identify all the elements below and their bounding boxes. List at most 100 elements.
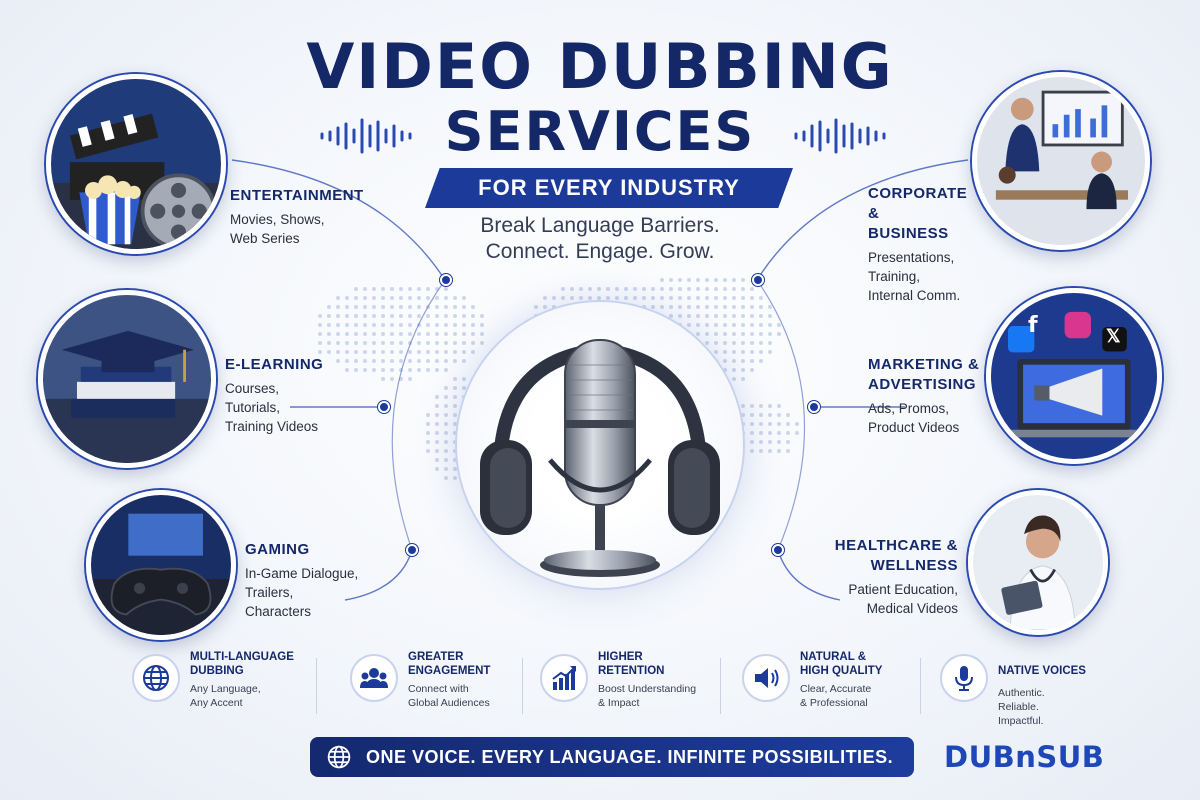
map-dot	[597, 296, 601, 300]
map-dot	[327, 332, 331, 336]
map-dot	[750, 449, 754, 453]
map-dot	[426, 368, 430, 372]
users-icon	[350, 654, 398, 702]
map-dot	[768, 449, 772, 453]
map-dot	[750, 287, 754, 291]
marketing-desc-1: Ads, Promos,	[868, 401, 950, 416]
map-dot	[633, 296, 637, 300]
map-dot	[732, 278, 736, 282]
map-dot	[345, 359, 349, 363]
map-dot	[336, 350, 340, 354]
map-dot	[453, 314, 457, 318]
map-dot	[588, 287, 592, 291]
map-dot	[390, 368, 394, 372]
map-dot	[381, 341, 385, 345]
map-dot	[354, 332, 358, 336]
tagline-line-2: Connect. Engage. Grow.	[485, 240, 715, 263]
map-dot	[363, 359, 367, 363]
map-dot	[777, 440, 781, 444]
map-dot	[687, 296, 691, 300]
map-dot	[768, 314, 772, 318]
map-dot	[723, 341, 727, 345]
map-dot	[651, 287, 655, 291]
map-dot	[390, 323, 394, 327]
map-dot	[435, 314, 439, 318]
map-dot	[327, 305, 331, 309]
map-dot	[453, 359, 457, 363]
map-dot	[723, 287, 727, 291]
map-dot	[696, 314, 700, 318]
map-dot	[435, 413, 439, 417]
map-dot	[435, 341, 439, 345]
map-dot	[363, 368, 367, 372]
map-dot	[444, 449, 448, 453]
map-dot	[741, 314, 745, 318]
map-dot	[714, 314, 718, 318]
map-dot	[660, 296, 664, 300]
map-dot	[741, 341, 745, 345]
map-dot	[426, 332, 430, 336]
map-dot	[363, 323, 367, 327]
map-dot	[336, 296, 340, 300]
map-dot	[372, 341, 376, 345]
map-dot	[345, 296, 349, 300]
map-dot	[363, 332, 367, 336]
map-dot	[426, 422, 430, 426]
map-dot	[660, 287, 664, 291]
gaming-desc-2: Trailers,	[245, 585, 294, 600]
map-dot	[669, 305, 673, 309]
map-dot	[408, 350, 412, 354]
map-dot	[381, 368, 385, 372]
map-dot	[750, 440, 754, 444]
marketing-desc-2: Product Videos	[868, 420, 960, 435]
map-dot	[318, 350, 322, 354]
map-dot	[363, 314, 367, 318]
map-dot	[750, 341, 754, 345]
map-dot	[471, 332, 475, 336]
map-dot	[381, 350, 385, 354]
title-line-2: SERVICES	[444, 100, 756, 163]
map-dot	[741, 368, 745, 372]
map-dot	[354, 323, 358, 327]
map-dot	[678, 314, 682, 318]
map-dot	[696, 296, 700, 300]
map-dot	[399, 314, 403, 318]
map-dot	[741, 323, 745, 327]
map-dot	[624, 287, 628, 291]
map-dot	[732, 350, 736, 354]
soundwave-right-icon	[794, 118, 886, 154]
map-dot	[318, 323, 322, 327]
map-dot	[777, 323, 781, 327]
map-dot	[615, 287, 619, 291]
map-dot	[768, 341, 772, 345]
map-dot	[633, 287, 637, 291]
map-dot	[750, 314, 754, 318]
feature-2-desc-1: Connect with	[408, 683, 469, 695]
map-dot	[399, 287, 403, 291]
map-dot	[390, 287, 394, 291]
map-dot	[480, 323, 484, 327]
map-dot	[363, 305, 367, 309]
map-dot	[642, 287, 646, 291]
map-dot	[723, 305, 727, 309]
feature-1-title-1: MULTI-LANGUAGE	[190, 651, 294, 663]
map-dot	[444, 305, 448, 309]
map-dot	[687, 323, 691, 327]
map-dot	[381, 296, 385, 300]
map-dot	[471, 323, 475, 327]
map-dot	[318, 341, 322, 345]
map-dot	[453, 413, 457, 417]
map-dot	[426, 350, 430, 354]
map-dot	[435, 404, 439, 408]
map-dot	[426, 296, 430, 300]
map-dot	[759, 440, 763, 444]
map-dot	[768, 431, 772, 435]
slogan-text: ONE VOICE. EVERY LANGUAGE. INFINITE POSS…	[366, 746, 894, 767]
feature-divider	[920, 658, 921, 714]
map-dot	[768, 350, 772, 354]
elearning-photo	[38, 290, 216, 468]
corporate-title-1: CORPORATE	[868, 185, 968, 202]
map-dot	[732, 368, 736, 372]
